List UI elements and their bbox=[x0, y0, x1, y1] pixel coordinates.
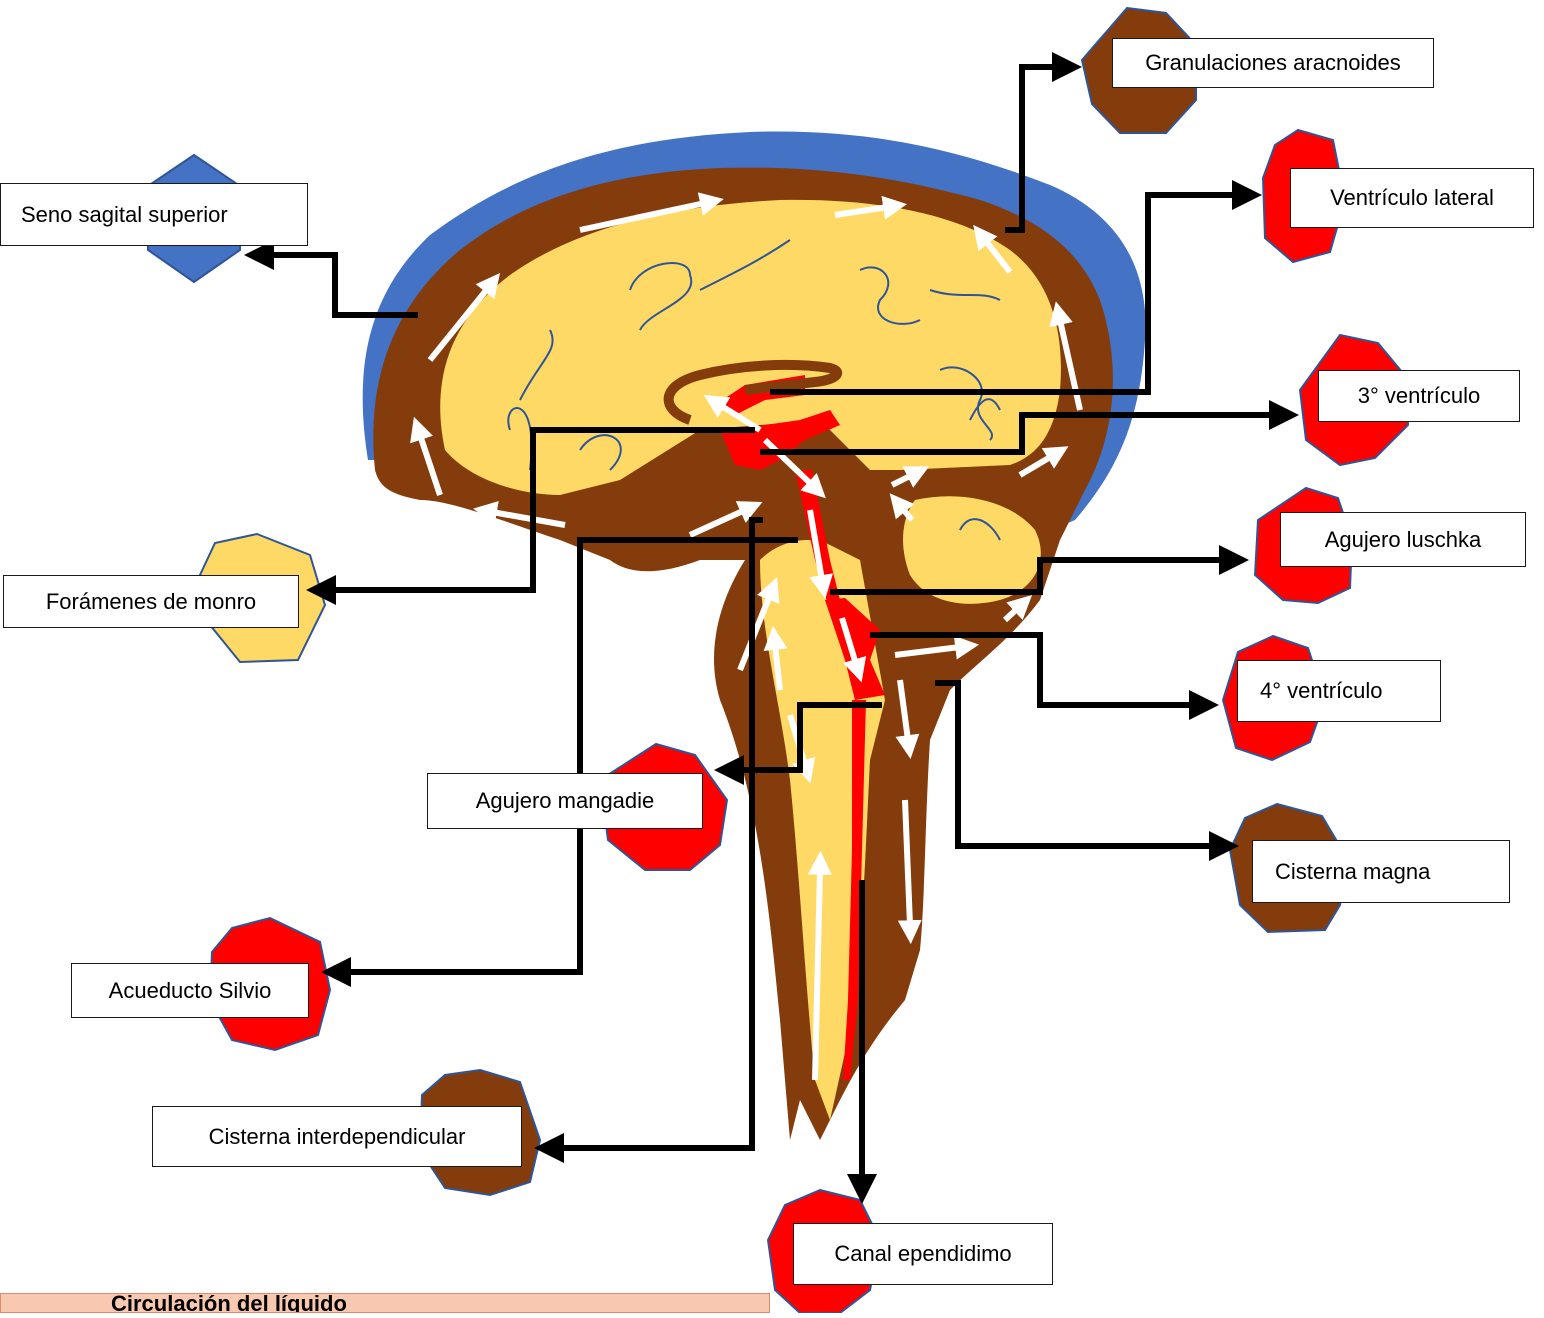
label-foramenes-monro: Forámenes de monro bbox=[3, 575, 299, 628]
label-canal-ependimo: Canal ependidimo bbox=[793, 1223, 1053, 1285]
label-acueducto-silvio: Acueducto Silvio bbox=[71, 963, 309, 1018]
label-agujero-magendie: Agujero mangadie bbox=[427, 773, 703, 829]
label-seno-sagital-superior: Seno sagital superior bbox=[0, 183, 308, 246]
label-granulaciones-aracnoides: Granulaciones aracnoides bbox=[1112, 38, 1434, 88]
caption-box: Circulación del líquido bbox=[0, 1293, 770, 1313]
label-ventriculo-lateral: Ventrículo lateral bbox=[1290, 168, 1534, 228]
label-cuarto-ventriculo: 4° ventrículo bbox=[1237, 660, 1441, 722]
label-cisterna-magna: Cisterna magna bbox=[1252, 840, 1510, 903]
label-cisterna-interpeduncular: Cisterna interdependicular bbox=[152, 1106, 522, 1167]
label-agujero-luschka: Agujero luschka bbox=[1280, 512, 1526, 567]
caption-text: Circulación del líquido bbox=[111, 1293, 347, 1313]
label-tercer-ventriculo: 3° ventrículo bbox=[1318, 370, 1520, 422]
